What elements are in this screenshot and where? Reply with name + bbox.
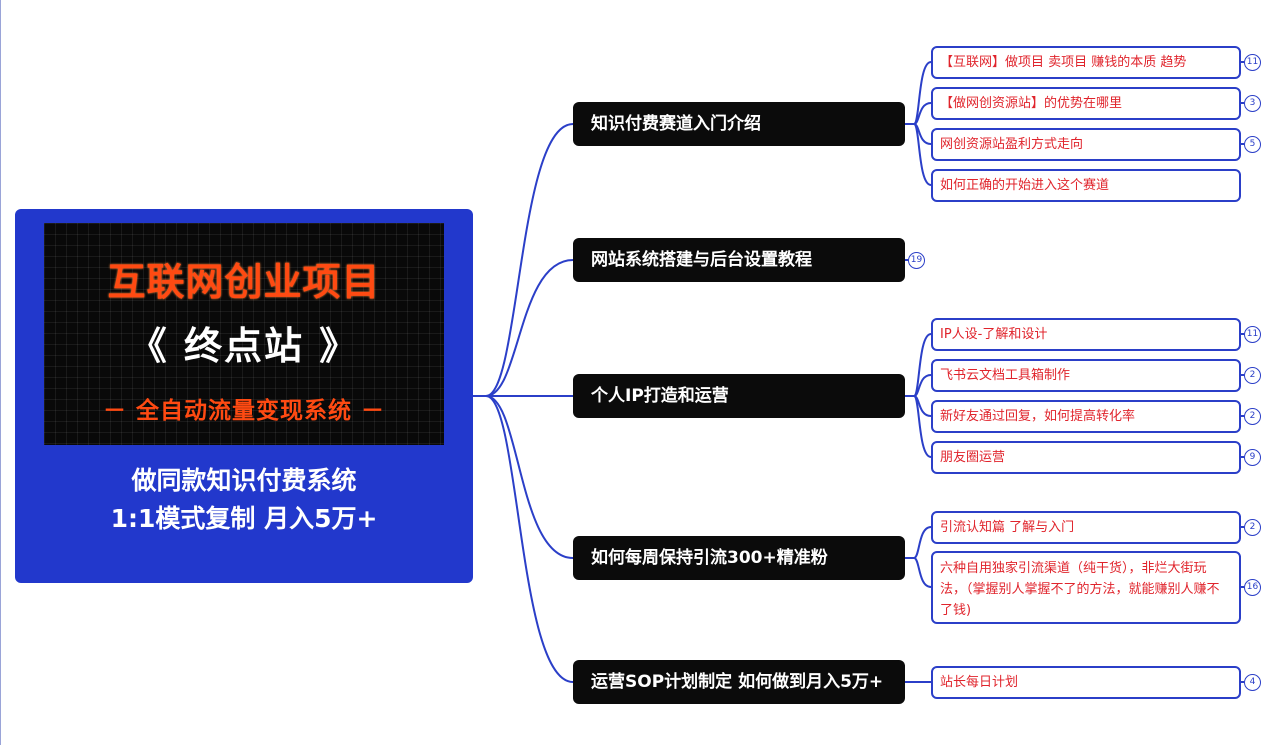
count-badge-leaf-3-2[interactable]: 2 bbox=[1244, 367, 1261, 384]
branch-node-1[interactable]: 知识付费赛道入门介绍 bbox=[573, 102, 905, 146]
leaf-node-4-1[interactable]: 引流认知篇 了解与入门 bbox=[931, 511, 1241, 544]
branch-node-3[interactable]: 个人IP打造和运营 bbox=[573, 374, 905, 418]
connector-b4-l2 bbox=[905, 557, 932, 588]
count-badge-leaf-5-1[interactable]: 4 bbox=[1244, 674, 1261, 691]
count-badge-leaf-1-1[interactable]: 11 bbox=[1244, 54, 1261, 71]
leaf-node-5-1[interactable]: 站长每日计划 bbox=[931, 666, 1241, 699]
count-badge-leaf-3-4[interactable]: 9 bbox=[1244, 449, 1261, 466]
connector-b3-l1 bbox=[905, 333, 932, 397]
connector-b4-l1 bbox=[905, 526, 932, 559]
connector-root-b5 bbox=[473, 395, 574, 683]
root-subtitle-1: 做同款知识付费系统 bbox=[131, 466, 357, 495]
leaf-node-3-1[interactable]: IP人设-了解和设计 bbox=[931, 318, 1241, 351]
count-badge-leaf-3-1[interactable]: 11 bbox=[1244, 326, 1261, 343]
leaf-node-3-3[interactable]: 新好友通过回复，如何提高转化率 bbox=[931, 400, 1241, 433]
banner-tagline: － 全自动流量变现系统 － bbox=[102, 398, 385, 424]
branch-node-4[interactable]: 如何每周保持引流300+精准粉 bbox=[573, 536, 905, 580]
connector-b1-l3 bbox=[905, 123, 932, 145]
connector-b1-l1 bbox=[905, 61, 932, 125]
branch-node-5[interactable]: 运营SOP计划制定 如何做到月入5万+ bbox=[573, 660, 905, 704]
banner-title: 互联网创业项目 bbox=[107, 260, 381, 304]
count-badge-leaf-1-2[interactable]: 3 bbox=[1244, 95, 1261, 112]
root-banner: 互联网创业项目 《 终点站 》 － 全自动流量变现系统 － bbox=[44, 223, 444, 445]
leaf-node-4-2[interactable]: 六种自用独家引流渠道（纯干货），非烂大街玩法，（掌握别人掌握不了的方法，就能赚别… bbox=[931, 551, 1241, 624]
leaf-node-1-3[interactable]: 网创资源站盈利方式走向 bbox=[931, 128, 1241, 161]
count-badge-leaf-4-1[interactable]: 2 bbox=[1244, 519, 1261, 536]
banner-project-name: 《 终点站 》 bbox=[128, 324, 360, 368]
leaf-node-1-4[interactable]: 如何正确的开始进入这个赛道 bbox=[931, 169, 1241, 202]
page-left-border bbox=[0, 0, 1, 745]
connector-root-b2 bbox=[473, 259, 574, 397]
leaf-node-1-2[interactable]: 【做网创资源站】的优势在哪里 bbox=[931, 87, 1241, 120]
leaf-node-3-2[interactable]: 飞书云文档工具箱制作 bbox=[931, 359, 1241, 392]
connector-b3-l2 bbox=[905, 374, 932, 397]
connector-b1-l4 bbox=[905, 123, 932, 186]
branch-node-2[interactable]: 网站系统搭建与后台设置教程 bbox=[573, 238, 905, 282]
connector-b1-l2 bbox=[905, 102, 932, 125]
connector-b3-l4 bbox=[905, 395, 932, 458]
root-subtitle-2: 1:1模式复制 月入5万+ bbox=[110, 504, 378, 533]
root-node[interactable]: 互联网创业项目 《 终点站 》 － 全自动流量变现系统 － 做同款知识付费系统 … bbox=[15, 209, 473, 583]
leaf-node-3-4[interactable]: 朋友圈运营 bbox=[931, 441, 1241, 474]
connector-root-b4 bbox=[473, 395, 574, 559]
count-badge-leaf-4-2[interactable]: 16 bbox=[1244, 579, 1261, 596]
count-badge-leaf-1-3[interactable]: 5 bbox=[1244, 136, 1261, 153]
count-badge-branch-2[interactable]: 19 bbox=[908, 252, 925, 269]
count-badge-leaf-3-3[interactable]: 2 bbox=[1244, 408, 1261, 425]
connector-root-b1 bbox=[473, 123, 574, 397]
connector-b3-l3 bbox=[905, 395, 932, 417]
leaf-node-1-1[interactable]: 【互联网】做项目 卖项目 赚钱的本质 趋势 bbox=[931, 46, 1241, 79]
